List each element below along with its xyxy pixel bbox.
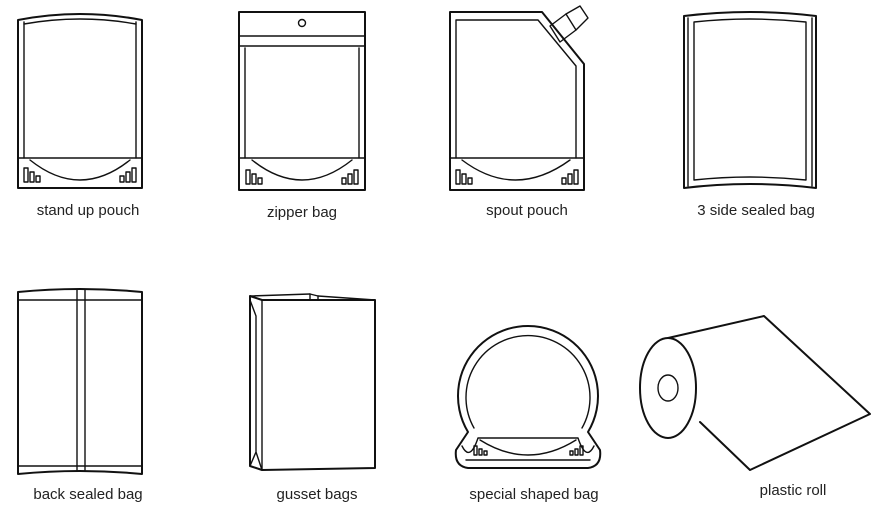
three-side-sealed-bag-icon [683, 11, 817, 189]
caption-stand-up-pouch: stand up pouch [36, 202, 140, 219]
caption-gusset-bags: gusset bags [276, 486, 358, 503]
spout-pouch-icon [449, 5, 589, 191]
caption-spout-pouch: spout pouch [486, 202, 568, 219]
caption-special-shaped-bag: special shaped bag [469, 486, 599, 503]
caption-plastic-roll: plastic roll [759, 482, 827, 499]
gusset-bag-icon [249, 293, 376, 471]
caption-back-sealed-bag: back sealed bag [33, 486, 143, 503]
stand-up-pouch-icon [17, 13, 143, 189]
caption-zipper-bag: zipper bag [266, 204, 338, 221]
plastic-roll-icon [639, 315, 871, 471]
back-sealed-bag-icon [17, 288, 143, 475]
zipper-bag-icon [238, 11, 366, 191]
special-shaped-bag-icon [454, 325, 602, 469]
caption-3-side-sealed-bag: 3 side sealed bag [697, 202, 815, 219]
